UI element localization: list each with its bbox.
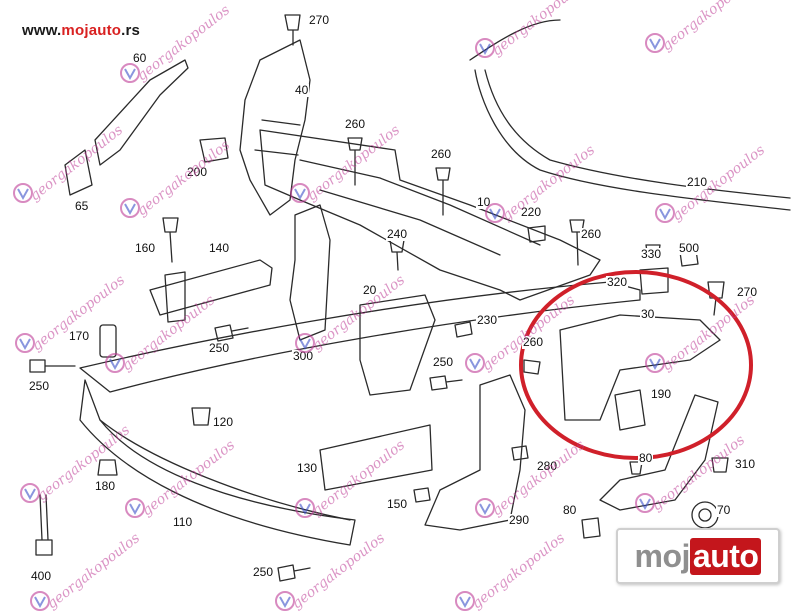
- part-label-80: 80: [638, 451, 654, 465]
- bolt-260-right: [523, 359, 541, 375]
- site-url-suffix: .rs: [121, 22, 141, 39]
- part-label-170: 170: [68, 329, 91, 343]
- bolt-250-c: [429, 375, 463, 391]
- site-url-brand: mojauto: [61, 22, 122, 39]
- part-label-260: 260: [344, 117, 367, 131]
- part-label-330: 330: [640, 247, 663, 261]
- bolt-260-a: [347, 137, 363, 186]
- spacer-170: [99, 324, 117, 358]
- bolt-150: [413, 487, 431, 503]
- part-label-240: 240: [386, 227, 409, 241]
- clip-230: [454, 321, 473, 338]
- part-label-190: 190: [650, 387, 673, 401]
- highlight-circle: [519, 270, 753, 460]
- site-url[interactable]: www.mojauto.rs: [22, 22, 140, 39]
- latch-290: [424, 374, 526, 531]
- latch-300: [289, 204, 331, 341]
- part-label-20: 20: [362, 283, 378, 297]
- clip-200: [199, 137, 229, 163]
- bracket-130: [319, 424, 433, 491]
- part-label-260: 260: [580, 227, 603, 241]
- bracket-190: [614, 389, 646, 431]
- part-label-250: 250: [252, 565, 275, 579]
- bushing-70: [691, 501, 719, 529]
- part-label-250: 250: [208, 341, 231, 355]
- part-label-290: 290: [508, 513, 531, 527]
- arm-80: [599, 394, 719, 511]
- part-label-320: 320: [606, 275, 629, 289]
- bolt-250-b: [29, 359, 76, 373]
- bolt-400: [35, 494, 53, 556]
- part-label-30: 30: [640, 307, 656, 321]
- site-url-prefix: www.: [22, 22, 62, 39]
- bracket-60: [94, 59, 189, 166]
- bolt-160: [162, 217, 179, 263]
- part-label-10: 10: [476, 195, 492, 209]
- part-label-220: 220: [520, 205, 543, 219]
- part-label-160: 160: [134, 241, 157, 255]
- bolt-260-b: [435, 167, 451, 216]
- bracket-140: [149, 259, 273, 323]
- part-label-260: 260: [430, 147, 453, 161]
- part-label-40: 40: [294, 83, 310, 97]
- clip-220: [527, 225, 546, 243]
- part-label-210: 210: [686, 175, 709, 189]
- part-label-230: 230: [476, 313, 499, 327]
- cross-member-10: [259, 129, 601, 301]
- clip-120: [191, 407, 211, 426]
- part-label-80: 80: [562, 503, 578, 517]
- bolt-240: [389, 239, 405, 271]
- brand-logo-moj: moj: [634, 537, 691, 574]
- part-label-140: 140: [208, 241, 231, 255]
- part-label-310: 310: [734, 457, 757, 471]
- bracket-30: [559, 314, 721, 421]
- part-label-130: 130: [296, 461, 319, 475]
- part-label-200: 200: [186, 165, 209, 179]
- part-label-500: 500: [678, 241, 701, 255]
- part-label-110: 110: [172, 515, 194, 529]
- part-label-260: 260: [522, 335, 545, 349]
- part-label-150: 150: [386, 497, 409, 511]
- bracket-65: [64, 149, 93, 196]
- brand-logo-auto: auto: [689, 537, 762, 575]
- bolt-250-a: [214, 324, 249, 342]
- part-label-400: 400: [30, 569, 53, 583]
- part-label-270: 270: [736, 285, 759, 299]
- part-label-250: 250: [432, 355, 455, 369]
- part-label-180: 180: [94, 479, 117, 493]
- part-label-120: 120: [212, 415, 235, 429]
- bracket-20: [359, 294, 436, 396]
- bolt-250-d: [277, 564, 311, 582]
- part-label-270: 270: [308, 13, 331, 27]
- bumper-beam-110: [79, 281, 641, 393]
- bolt-270-top: [284, 14, 301, 46]
- part-label-280: 280: [536, 459, 559, 473]
- hose-210: [469, 19, 791, 211]
- bolt-280: [511, 445, 529, 461]
- part-label-250: 250: [28, 379, 51, 393]
- clip-320: [639, 267, 669, 295]
- spacer-80: [581, 517, 601, 539]
- part-label-70: 70: [716, 503, 732, 517]
- bumper-beam-lower: [79, 379, 356, 546]
- part-label-60: 60: [132, 51, 148, 65]
- part-label-65: 65: [74, 199, 90, 213]
- part-label-300: 300: [292, 349, 315, 363]
- bushing-180: [97, 459, 118, 476]
- nut-310: [711, 457, 729, 473]
